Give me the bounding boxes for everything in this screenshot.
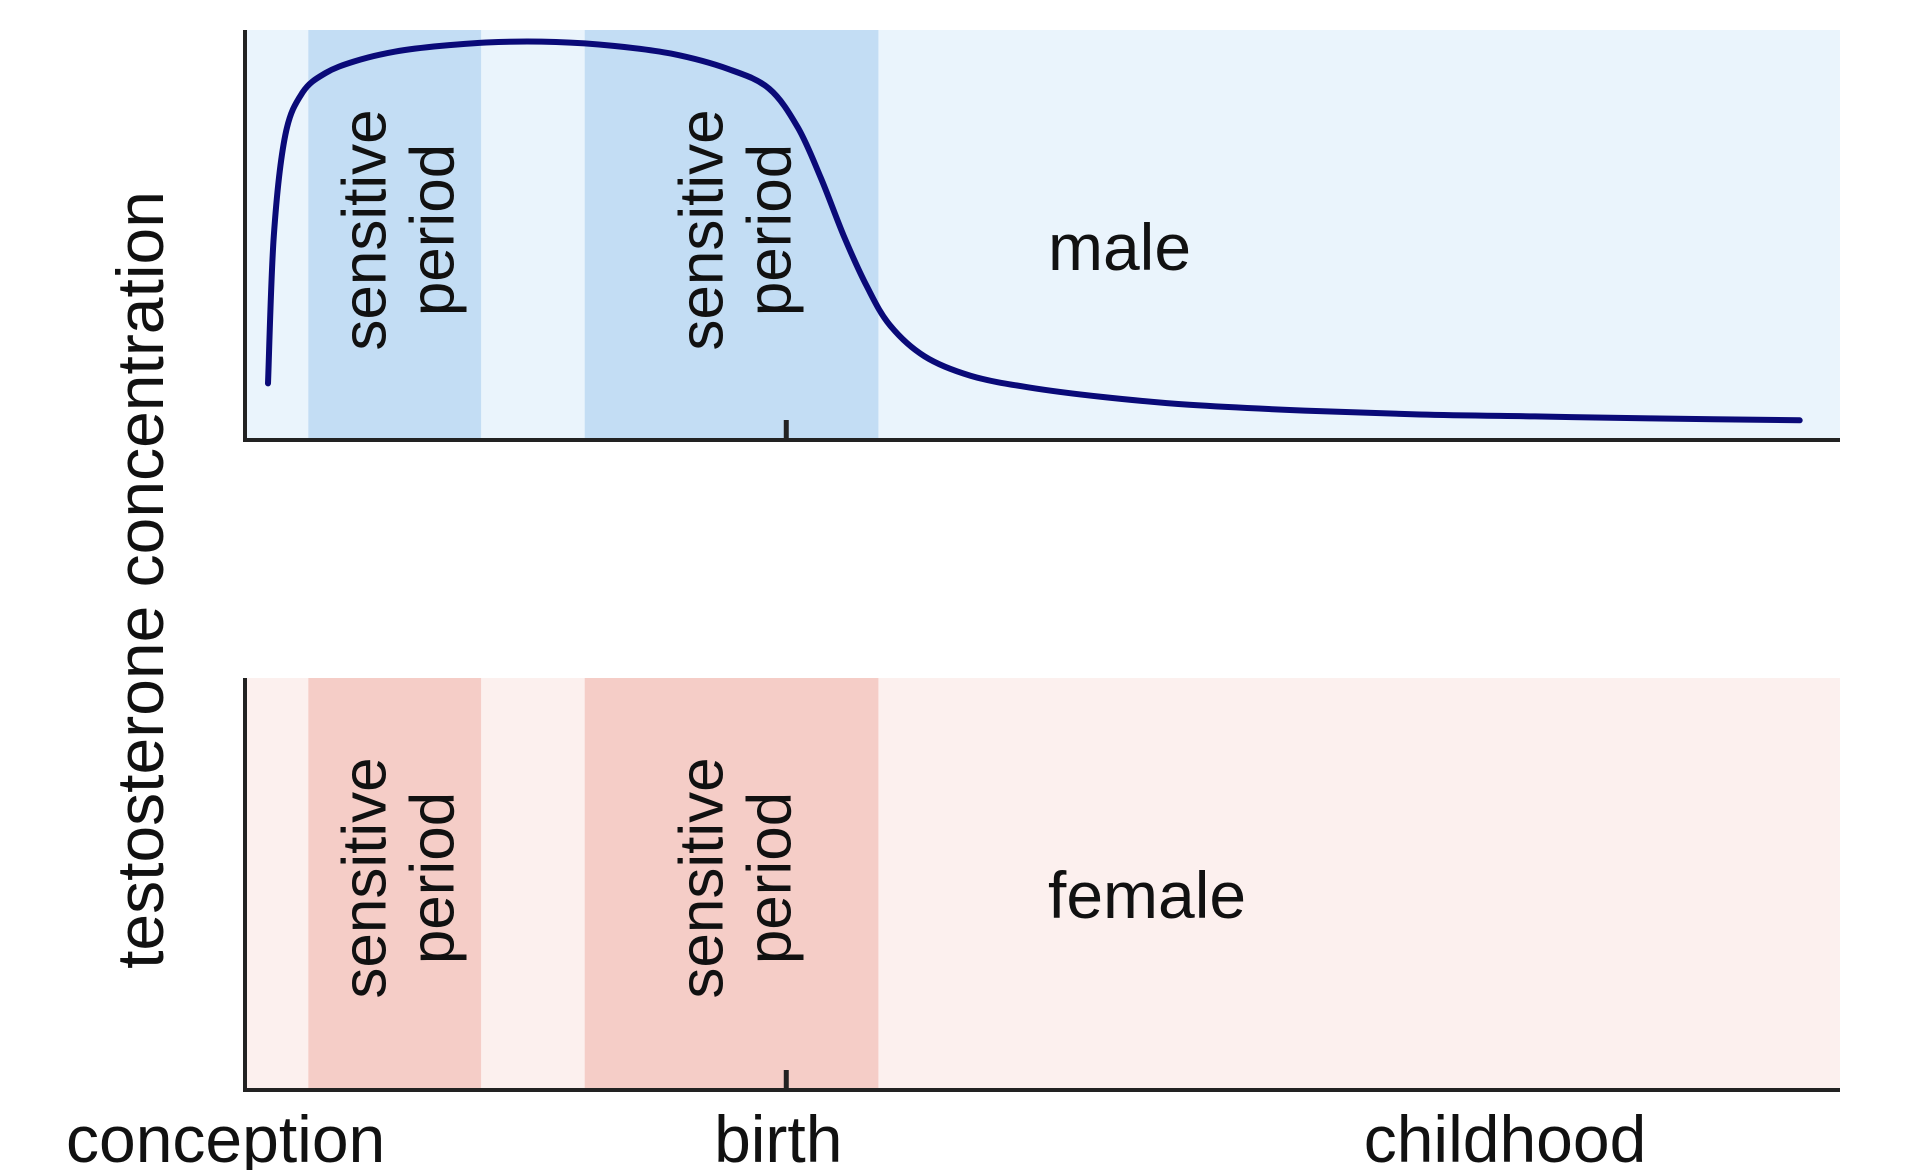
sensitive-period-label-line1: sensitive <box>330 109 399 350</box>
sensitive-period-label-line2: period <box>735 144 804 316</box>
x-tick-label-childhood: childhood <box>1364 1102 1647 1170</box>
sensitive-period-label-line1: sensitive <box>667 757 736 998</box>
sensitive-period-label-line2: period <box>399 792 468 964</box>
x-tick-label-birth: birth <box>714 1102 842 1170</box>
sensitive-period-label: sensitiveperiod <box>667 757 804 998</box>
female-panel-label: female <box>1048 858 1246 932</box>
female-panel-background <box>245 678 1840 1090</box>
sensitive-period-band <box>584 678 879 1090</box>
sensitive-period-label-line1: sensitive <box>330 757 399 998</box>
sensitive-period-label: sensitiveperiod <box>667 109 804 350</box>
male-panel-background <box>245 30 1840 440</box>
male-series-line <box>265 38 1803 424</box>
male-panel-label: male <box>1048 210 1191 284</box>
x-tick-label-conception: conception <box>66 1102 385 1170</box>
sensitive-period-label: sensitiveperiod <box>330 109 467 350</box>
sensitive-period-label: sensitiveperiod <box>330 757 467 998</box>
sensitive-period-band <box>584 30 879 440</box>
sensitive-period-label-line1: sensitive <box>667 109 736 350</box>
sensitive-period-label-line2: period <box>399 144 468 316</box>
y-axis-label: testosterone concentration <box>103 191 177 969</box>
x-tick-labels: conception birth childhood <box>66 1102 1646 1170</box>
sensitive-period-label-line2: period <box>735 792 804 964</box>
sensitive-period-band <box>308 678 482 1090</box>
sensitive-period-band <box>308 30 482 440</box>
